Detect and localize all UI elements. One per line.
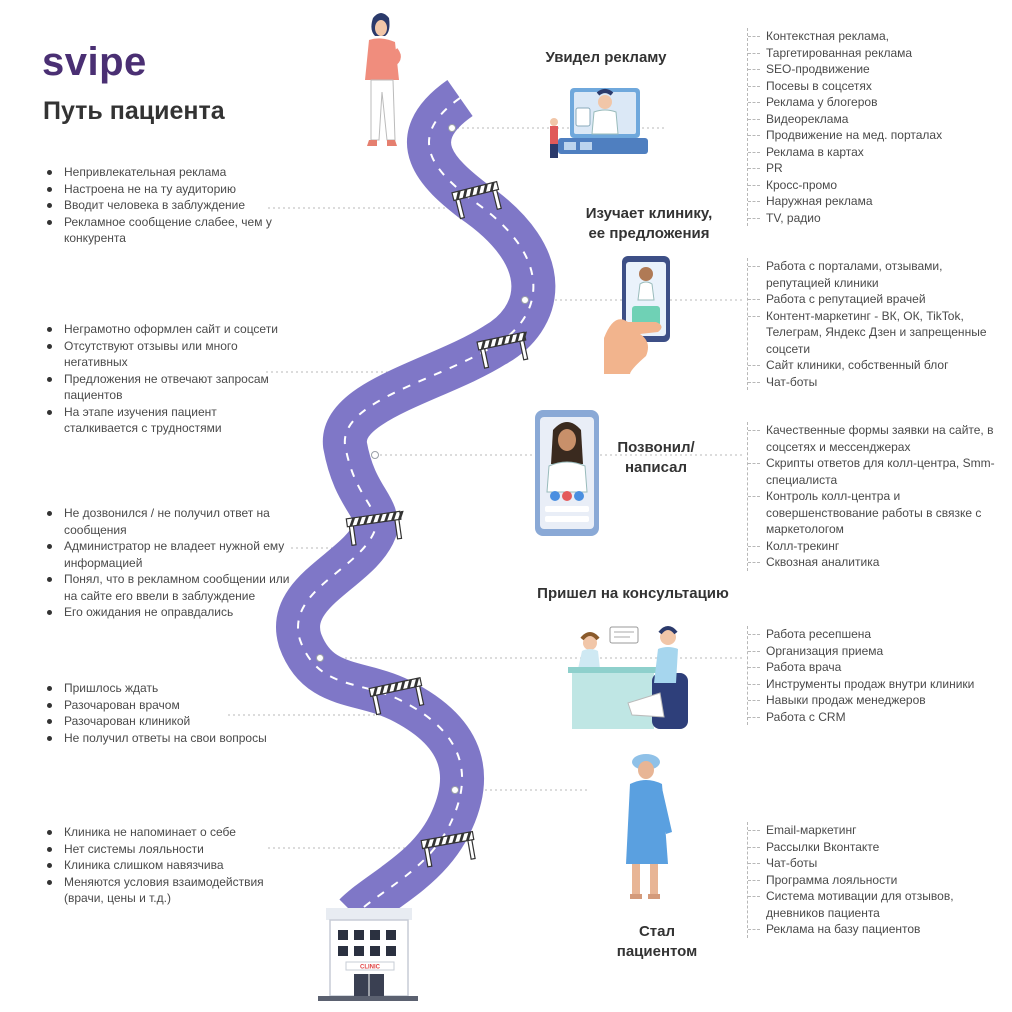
list-item: SEO-продвижение [748, 61, 996, 78]
list-item: Работа ресепшена [748, 626, 996, 643]
tools-list-study: Работа с порталами, отзывами, репутацией… [747, 258, 996, 390]
list-item: Контекстная реклама, [748, 28, 996, 45]
list-item: Не получил ответы на свои вопросы [47, 730, 274, 747]
list-item: Реклама в картах [748, 144, 996, 161]
list-item: Меняются условия взаимодействия (врачи, … [47, 874, 284, 907]
list-item: PR [748, 160, 996, 177]
list-item: Контроль колл-центра и совершенствование… [748, 488, 996, 538]
list-item: Рекламное сообщение слабее, чем у конкур… [47, 214, 294, 247]
list-item: Понял, что в рекламном сообщении или на … [47, 571, 304, 604]
monitor-doctor-icon [550, 88, 648, 158]
list-item: Клиника слишком навязчива [47, 857, 284, 874]
list-item: Организация приема [748, 643, 996, 660]
woman-figure-icon [365, 13, 401, 146]
winding-road [276, 79, 556, 932]
list-item: Сайт клиники, собственный блог [748, 357, 996, 374]
list-item: Качественные формы заявки на сайте, в со… [748, 422, 996, 455]
barrier-icon [345, 510, 404, 546]
list-item: Контент-маркетинг - ВК, ОК, TikTok, Теле… [748, 308, 996, 358]
stage-title-called: Позвонил/ написал [617, 439, 695, 476]
road-barriers [345, 180, 529, 868]
list-item: Разочарован врачом [47, 697, 274, 714]
brand-logo: svipe [42, 40, 147, 84]
barrier-icon [451, 180, 502, 220]
hand-phone-icon [604, 256, 670, 374]
list-item: Работа с порталами, отзывами, репутацией… [748, 258, 996, 291]
stage-title-studies-clinic: Изучает клинику, ее предложения [585, 205, 713, 242]
list-item: Разочарован клиникой [47, 713, 274, 730]
stage-title-consultation: Пришел на консультацию [537, 585, 729, 602]
patient-figure-icon [626, 754, 672, 899]
barrier-icon [368, 677, 425, 716]
list-item: Видеореклама [748, 111, 996, 128]
list-item: Предложения не отвечают запросам пациент… [47, 371, 282, 404]
problems-list-call: Не дозвонился / не получил ответ на сооб… [42, 505, 304, 621]
stage-title-seen-ad: Увидел рекламу [545, 49, 667, 66]
list-item: Работа с CRM [748, 709, 996, 726]
list-item: Продвижение на мед. порталах [748, 127, 996, 144]
list-item: Пришлось ждать [47, 680, 274, 697]
list-item: Клиника не напоминает о себе [47, 824, 284, 841]
list-item: Инструменты продаж внутри клиники [748, 676, 996, 693]
list-item: Навыки продаж менеджеров [748, 692, 996, 709]
clinic-building-icon: CLINIC [318, 908, 418, 1001]
list-item: Реклама у блогеров [748, 94, 996, 111]
list-item: Непривлекательная реклама [47, 164, 294, 181]
list-item: Нет системы лояльности [47, 841, 284, 858]
tools-list-call: Качественные формы заявки на сайте, в со… [747, 422, 996, 571]
clinic-sign: CLINIC [360, 965, 381, 971]
list-item: Отсутствуют отзывы или много негативных [47, 338, 282, 371]
list-item: Скрипты ответов для колл-центра, Smm-спе… [748, 456, 995, 487]
list-item: Система мотивации для отзывов, дневников… [748, 888, 996, 921]
list-item: Не дозвонился / не получил ответ на сооб… [47, 505, 304, 538]
list-item: Неграмотно оформлен сайт и соцсети [47, 321, 282, 338]
list-item: Вводит человека в заблуждение [47, 197, 294, 214]
list-item: Настроена не на ту аудиторию [47, 181, 294, 198]
list-item: Реклама на базу пациентов [748, 921, 996, 938]
list-item: Программа лояльности [748, 872, 996, 889]
list-item: Колл-трекинг [748, 538, 996, 555]
problems-list-ad: Непривлекательная реклама Настроена не н… [42, 164, 294, 247]
consultation-icon [568, 626, 688, 729]
barrier-icon [476, 331, 529, 369]
list-item: Посевы в соцсетях [748, 78, 996, 95]
problems-list-patient: Клиника не напоминает о себе Нет системы… [42, 824, 284, 907]
stage-dots [316, 124, 529, 794]
list-item: Чат-боты [748, 855, 996, 872]
list-item: Кросс-промо [748, 177, 996, 194]
stage-dot [521, 296, 529, 304]
problems-list-consultation: Пришлось ждать Разочарован врачом Разоча… [42, 680, 274, 746]
list-item: Администратор не владеет нужной ему инфо… [47, 538, 304, 571]
list-item: TV, радио [748, 210, 996, 227]
stage-dot [316, 654, 324, 662]
list-item: Рассылки Вконтакте [748, 839, 996, 856]
tools-list-ad: Контекстная реклама, Таргетированная рек… [747, 28, 996, 226]
tools-list-consultation: Работа ресепшена Организация приема Рабо… [747, 626, 996, 725]
list-item: Наружная реклама [748, 193, 996, 210]
list-item: Таргетированная реклама [748, 45, 996, 62]
list-item: Чат-боты [748, 374, 996, 391]
stage-dot [371, 451, 379, 459]
phone-call-doctor-icon [535, 410, 599, 536]
list-item: На этапе изучения пациент сталкивается с… [47, 404, 282, 437]
road-center-dashes [297, 97, 535, 916]
list-item: Его ожидания не оправдались [47, 604, 304, 621]
list-item: Сквозная аналитика [748, 554, 996, 571]
list-item: Email-маркетинг [748, 822, 996, 839]
problems-list-study: Неграмотно оформлен сайт и соцсети Отсут… [42, 321, 282, 437]
stage-dot [448, 124, 456, 132]
page-title: Путь пациента [43, 97, 225, 125]
barrier-icon [420, 830, 476, 868]
list-item: Работа с репутацией врачей [748, 291, 996, 308]
list-item: Работа врача [748, 659, 996, 676]
tools-list-patient: Email-маркетинг Рассылки Вконтакте Чат-б… [747, 822, 996, 938]
stage-title-became-patient: Стал пациентом [616, 923, 698, 960]
stage-dot [451, 786, 459, 794]
